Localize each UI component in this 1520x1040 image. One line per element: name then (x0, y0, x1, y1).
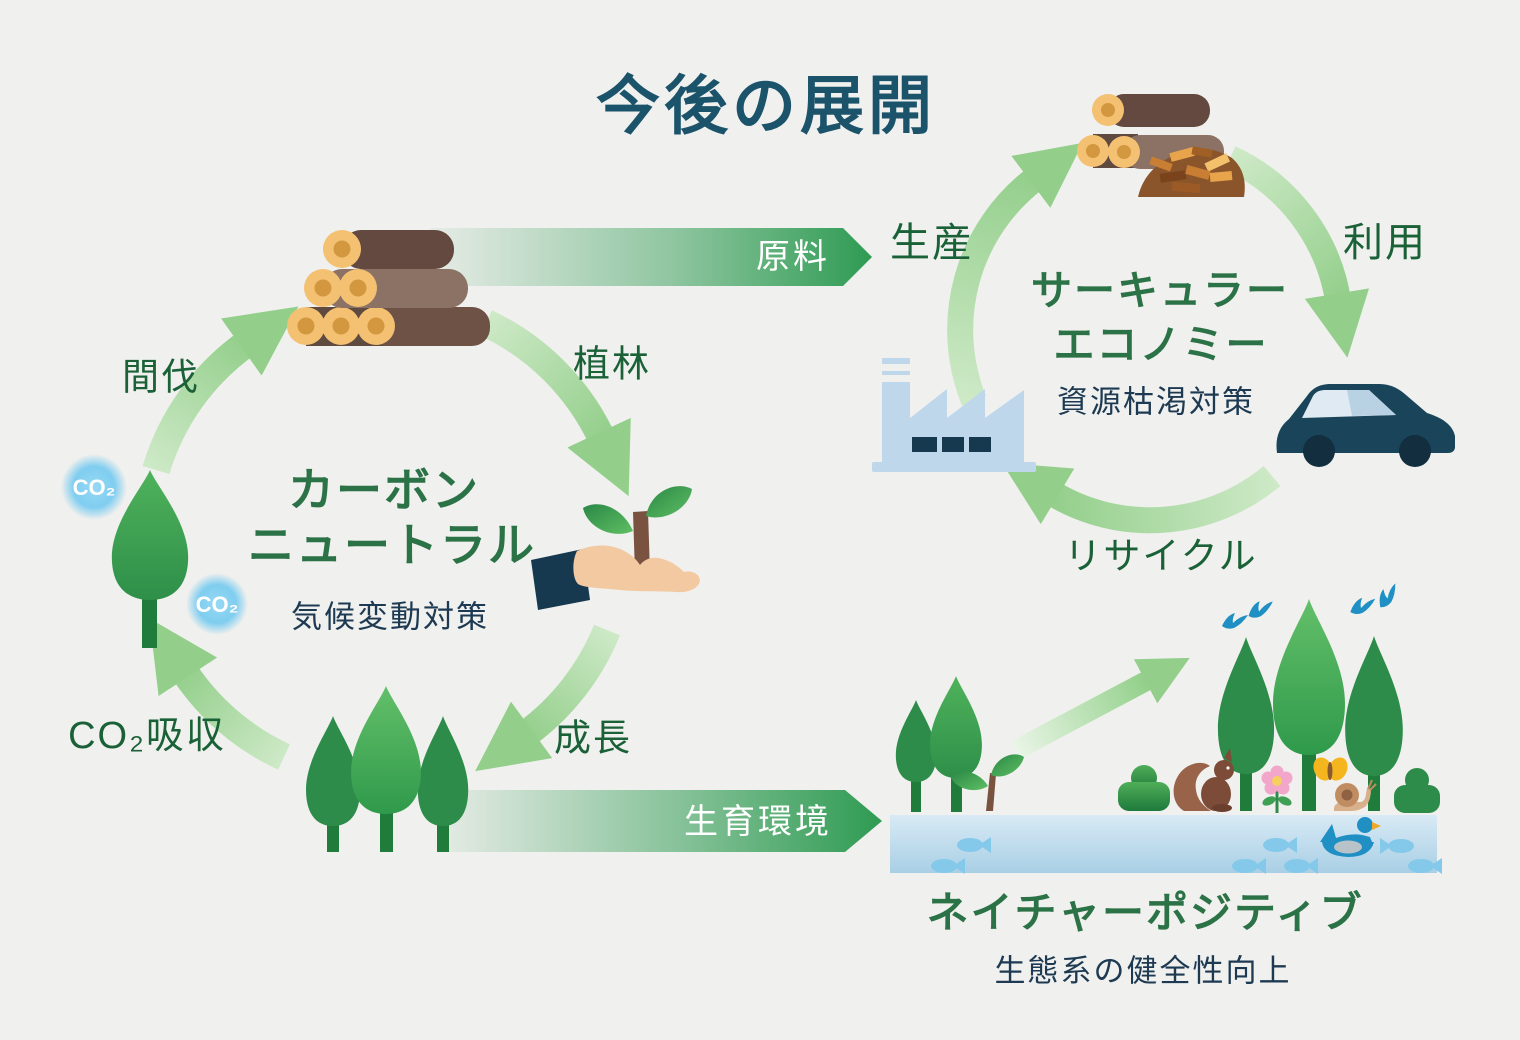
label-planting: 植林 (573, 343, 651, 385)
label-production: 生産 (890, 221, 974, 265)
arrow-use (1224, 146, 1370, 358)
co2-bubble: CO₂ (186, 573, 248, 635)
label-growth: 成長 (554, 717, 632, 759)
arrow-planting (479, 310, 631, 497)
label-thinning: 間伐 (122, 356, 200, 398)
duck-icon (1320, 817, 1381, 857)
factory-icon (872, 358, 1036, 472)
carbon-cycle-arrows (142, 306, 631, 772)
bird-icon (1372, 581, 1404, 610)
log-pile-icon (287, 230, 490, 346)
bird-icon (1349, 596, 1377, 615)
wood-chips-icon (1138, 146, 1245, 197)
flow-banner-growing-environment (438, 790, 882, 852)
snail-icon (1333, 779, 1377, 811)
small-trees (895, 676, 982, 812)
squirrel-icon (1173, 748, 1234, 812)
bird-icon (1222, 613, 1248, 629)
flower-icon (1261, 765, 1293, 813)
co2-bubble-text: CO₂ (196, 592, 239, 617)
nature-habitat-icon (890, 581, 1442, 874)
circular-economy-title-line2: エコノミー (1053, 321, 1269, 368)
arrow-recycle (1001, 462, 1281, 534)
big-trees (1217, 599, 1403, 811)
arrow-thinning (142, 306, 299, 475)
banner-raw-material-label: 原料 (756, 238, 830, 276)
arrow-production (947, 142, 1083, 406)
circular-economy-title-line1: サーキュラー (1031, 267, 1289, 314)
label-use: 利用 (1343, 221, 1427, 265)
circular-economy-arrows (947, 142, 1370, 534)
improvement-arrow (1011, 657, 1190, 759)
bird-icon (1246, 599, 1275, 619)
circular-economy-subtitle: 資源枯渇対策 (1057, 384, 1255, 420)
carbon-neutral-title-line2: ニュートラル (248, 519, 536, 571)
nature-positive-subtitle: 生態系の健全性向上 (994, 953, 1292, 989)
forest-trees-icon (306, 686, 469, 852)
bush-icon (1394, 768, 1440, 813)
seedling-icon (950, 754, 1024, 811)
hand-seedling-icon (531, 486, 700, 610)
label-recycle: リサイクル (1064, 535, 1258, 577)
co2-tree-icon: CO₂ CO₂ (61, 454, 248, 648)
arrow-growth (475, 624, 620, 772)
car-icon (1276, 384, 1455, 467)
carbon-neutral-subtitle: 気候変動対策 (291, 599, 489, 635)
page-title: 今後の展開 (596, 70, 936, 142)
arrow-co2-absorption (149, 618, 291, 770)
bush-icon (1118, 765, 1170, 811)
butterfly-icon (1313, 757, 1348, 781)
log-end (287, 307, 395, 345)
carbon-neutral-title-line1: カーボン (288, 464, 480, 516)
co2-bubble-text: CO₂ (73, 475, 116, 500)
nature-positive-title: ネイチャーポジティブ (926, 889, 1364, 936)
banner-growing-environment-label: 生育環境 (684, 803, 832, 841)
co2-bubble: CO₂ (61, 454, 127, 520)
label-co2-absorption: CO₂吸収 (68, 715, 226, 757)
log-chips-icon (1077, 94, 1245, 197)
flow-banner-raw-material (430, 228, 872, 286)
